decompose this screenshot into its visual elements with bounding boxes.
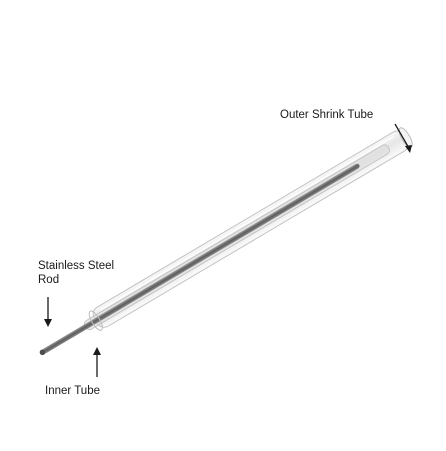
stainless-steel-rod [42, 163, 360, 354]
outer-tube-open-end [88, 310, 103, 331]
outer-shrink-tube-label-text: Outer Shrink Tube [280, 109, 374, 121]
inner-tube-label-text: Inner Tube [45, 385, 100, 397]
steel-rod-arrow [44, 297, 52, 327]
inner-tube-label: Inner Tube [45, 384, 100, 398]
outer-tube-arrow [394, 123, 412, 153]
outer-shrink-tube-label: Outer Shrink Tube [280, 108, 373, 122]
inner-tube-arrow [93, 347, 101, 377]
stainless-steel-rod-label: Stainless Steel Rod [38, 259, 114, 287]
tube-highlight [100, 135, 394, 311]
rod-tip [39, 349, 46, 356]
stainless-steel-rod-label-line2: Rod [38, 274, 60, 286]
stainless-steel-rod-label-line1: Stainless Steel [38, 260, 115, 272]
